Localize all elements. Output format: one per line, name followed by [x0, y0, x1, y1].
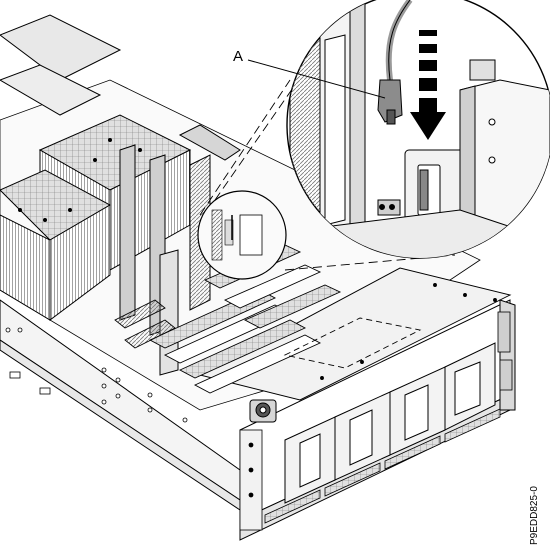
drive-slots	[264, 408, 501, 524]
fan-bays	[284, 342, 496, 504]
chassis-side-holes	[5, 327, 188, 423]
callout-label-a: A	[233, 48, 244, 65]
heat-sink-dots	[18, 138, 142, 222]
cover-latch-icon	[249, 399, 277, 423]
front-panel	[239, 311, 513, 531]
zoom-source-circle	[197, 190, 287, 280]
callout-leader	[247, 59, 386, 99]
down-arrow-icon	[410, 30, 446, 140]
figure-id: P9EDD825-0	[529, 486, 540, 545]
detail-magnifier	[286, 0, 550, 259]
front-cover	[283, 283, 497, 380]
